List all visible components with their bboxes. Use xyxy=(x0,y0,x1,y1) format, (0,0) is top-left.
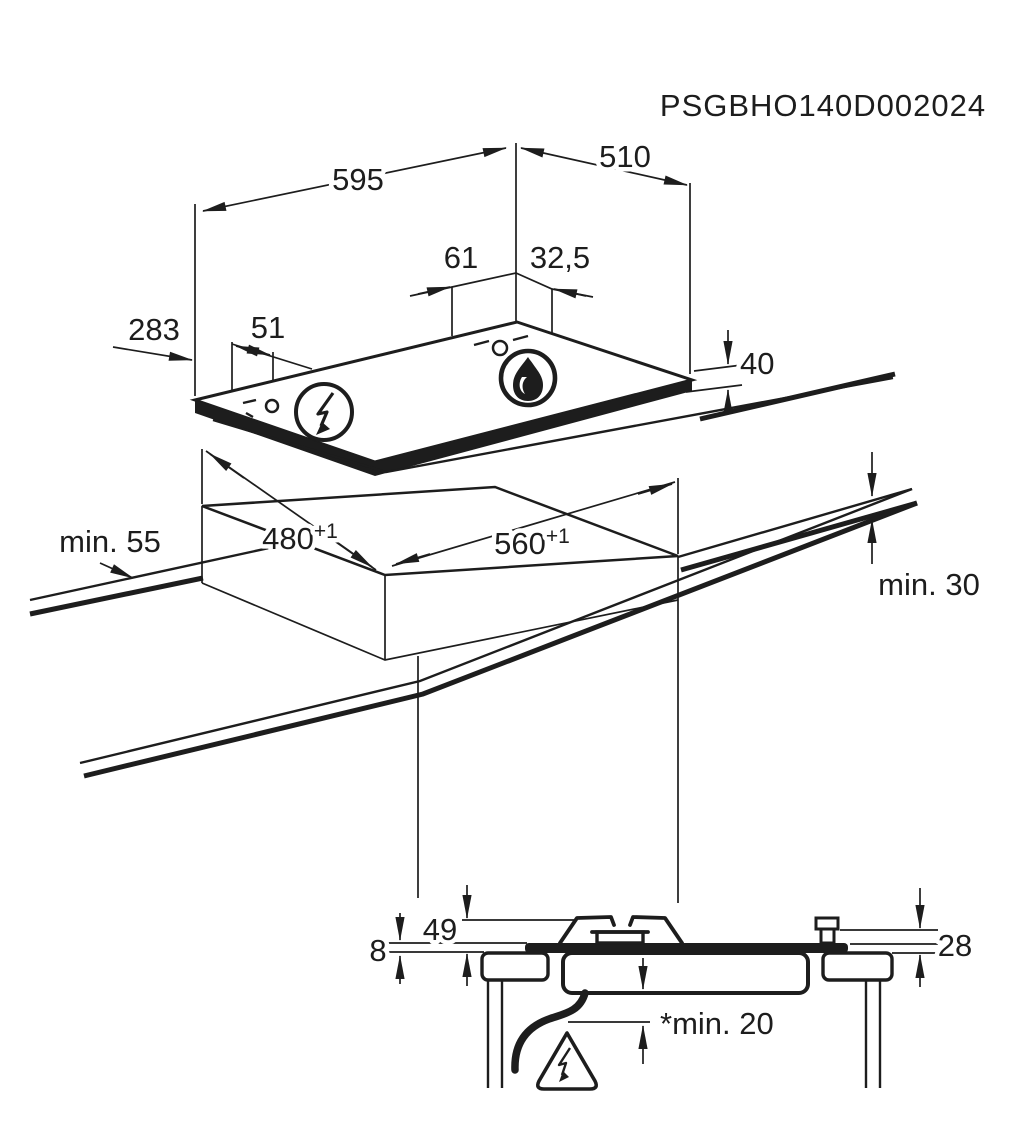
dim-line-560 xyxy=(391,481,676,567)
dim-arrow-min55 xyxy=(99,562,134,579)
dim-label-bottom-clearance: *min. 20 xyxy=(660,1006,774,1041)
worktop-back-edge-thick xyxy=(699,371,896,422)
dim-arrow-480a xyxy=(209,453,245,479)
pan-support-left xyxy=(558,915,616,945)
centerline-dash xyxy=(473,339,490,347)
dim-arrow-51b xyxy=(243,344,271,356)
worktop-front-edge-left xyxy=(29,575,204,617)
dim-label-gas-offset-small: 51 xyxy=(251,310,285,345)
centerline-dash xyxy=(512,334,529,342)
hob-body-section xyxy=(561,951,810,995)
dim-arrow-61 xyxy=(417,286,451,297)
dim-arrow-560a xyxy=(395,553,431,565)
power-cable xyxy=(511,989,589,1074)
dim-label-glass-height: 8 xyxy=(369,933,386,968)
dim-label-hob-depth: 510 xyxy=(599,139,651,174)
dim-label-worktop-thickness: min. 30 xyxy=(878,567,980,602)
centerline-dash xyxy=(242,398,257,405)
control-knob-stem xyxy=(819,927,836,945)
ref-line-40-bottom xyxy=(685,384,743,393)
dim-line-595 xyxy=(202,147,507,212)
worktop-front-edge-right xyxy=(680,500,918,573)
dim-line-283 xyxy=(112,346,193,361)
dim-arrow-480b xyxy=(337,542,373,568)
centerline-dash xyxy=(245,411,254,419)
ref-line-40-top xyxy=(693,364,743,372)
gas-burner-icon xyxy=(498,348,558,408)
dim-label-pan-height: 49 xyxy=(423,912,457,947)
dim-arrow-325 xyxy=(553,288,587,299)
part-number: PSGBHO140D002024 xyxy=(660,88,986,123)
control-knob-cap xyxy=(814,916,840,931)
cutout-depth-tolerance: +1 xyxy=(314,520,338,543)
cutout-width-tolerance: +1 xyxy=(546,525,570,548)
dim-line-510 xyxy=(520,147,688,186)
worktop-lower-edge-thick xyxy=(83,500,918,779)
cutout-inner-bottom xyxy=(201,582,679,661)
dim-label-knob-height: 28 xyxy=(938,928,972,963)
dim-label-burner-offset-left: 61 xyxy=(444,240,478,275)
gas-inlet-point xyxy=(264,398,280,414)
pan-support-right xyxy=(628,915,684,945)
dim-label-burner-offset-right: 32,5 xyxy=(530,240,590,275)
dim-label-front-clearance: min. 55 xyxy=(59,524,161,559)
dim-line-burner-offsets xyxy=(409,272,594,298)
electrical-hazard-triangle-icon xyxy=(536,1031,598,1091)
dim-label-height: 40 xyxy=(740,346,774,381)
cutout-depth-value: 480 xyxy=(262,521,314,556)
worktop-section-left xyxy=(480,951,550,982)
dim-label-cutout-width: 560+1 xyxy=(494,525,570,561)
hob-glass-plate xyxy=(525,943,848,953)
burner-reference-point xyxy=(491,339,509,357)
worktop-front-top-edge-right xyxy=(677,487,913,559)
worktop-section-right xyxy=(821,951,894,982)
dim-arrow-560b xyxy=(637,483,673,495)
worktop-lower-edge-thin xyxy=(79,487,913,765)
cutout-width-value: 560 xyxy=(494,526,546,561)
dim-label-cutout-depth: 480+1 xyxy=(262,520,338,556)
dim-label-hob-width: 595 xyxy=(332,162,384,197)
dim-label-gas-offset: 283 xyxy=(128,312,180,347)
electric-connection-icon xyxy=(294,382,354,442)
